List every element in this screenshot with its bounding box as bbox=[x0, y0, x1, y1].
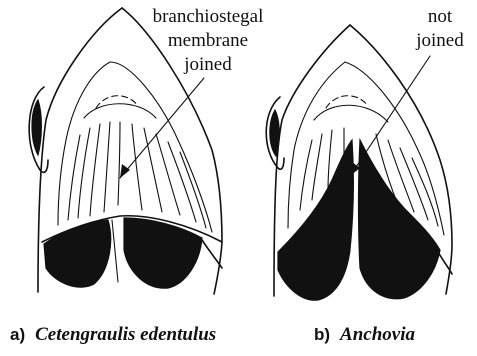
panel-a-left-lobe bbox=[44, 220, 111, 287]
panel-b-leader-line bbox=[350, 56, 430, 176]
panel-b-caption: b) Anchovia bbox=[314, 324, 415, 345]
panel-a-caption-species: Cetengraulis edentulus bbox=[35, 324, 216, 345]
panel-a-arc bbox=[84, 104, 156, 118]
panel-b-caption-letter: b) bbox=[314, 325, 330, 344]
panel-b-annotation-line-1: not bbox=[428, 6, 453, 27]
panel-a-annotation-line-3: joined bbox=[183, 54, 232, 75]
panel-b-annotation-line-2: joined bbox=[415, 30, 464, 51]
panel-a-arrowhead bbox=[120, 164, 130, 178]
panel-a-caption: a) Cetengraulis edentulus bbox=[10, 324, 216, 345]
panel-b-caption-species: Anchovia bbox=[339, 324, 415, 345]
panel-a-annotation: branchiostegal membrane joined bbox=[120, 6, 263, 178]
panel-a-striations bbox=[68, 122, 206, 228]
panel-b-annotation: not joined bbox=[350, 6, 464, 176]
panel-a-annotation-line-2: membrane bbox=[168, 30, 248, 51]
panel-b-left-black-region bbox=[278, 140, 353, 300]
svg-text:a) Cetengraulis edentulu: a) Cetengraulis edentulus bbox=[10, 324, 216, 345]
panel-a-isthmus bbox=[112, 220, 118, 282]
svg-text:b) Anchovia: b) Anchovia bbox=[314, 324, 415, 345]
panel-a-caption-letter: a) bbox=[10, 325, 25, 344]
panel-b-arc bbox=[314, 105, 388, 122]
panel-a-chin bbox=[202, 240, 222, 268]
panel-a-inner-line bbox=[58, 62, 110, 225]
panel-a-annotation-line-1: branchiostegal bbox=[153, 6, 264, 27]
panel-b-chin bbox=[438, 252, 452, 274]
panel-a-pupil bbox=[32, 100, 41, 155]
